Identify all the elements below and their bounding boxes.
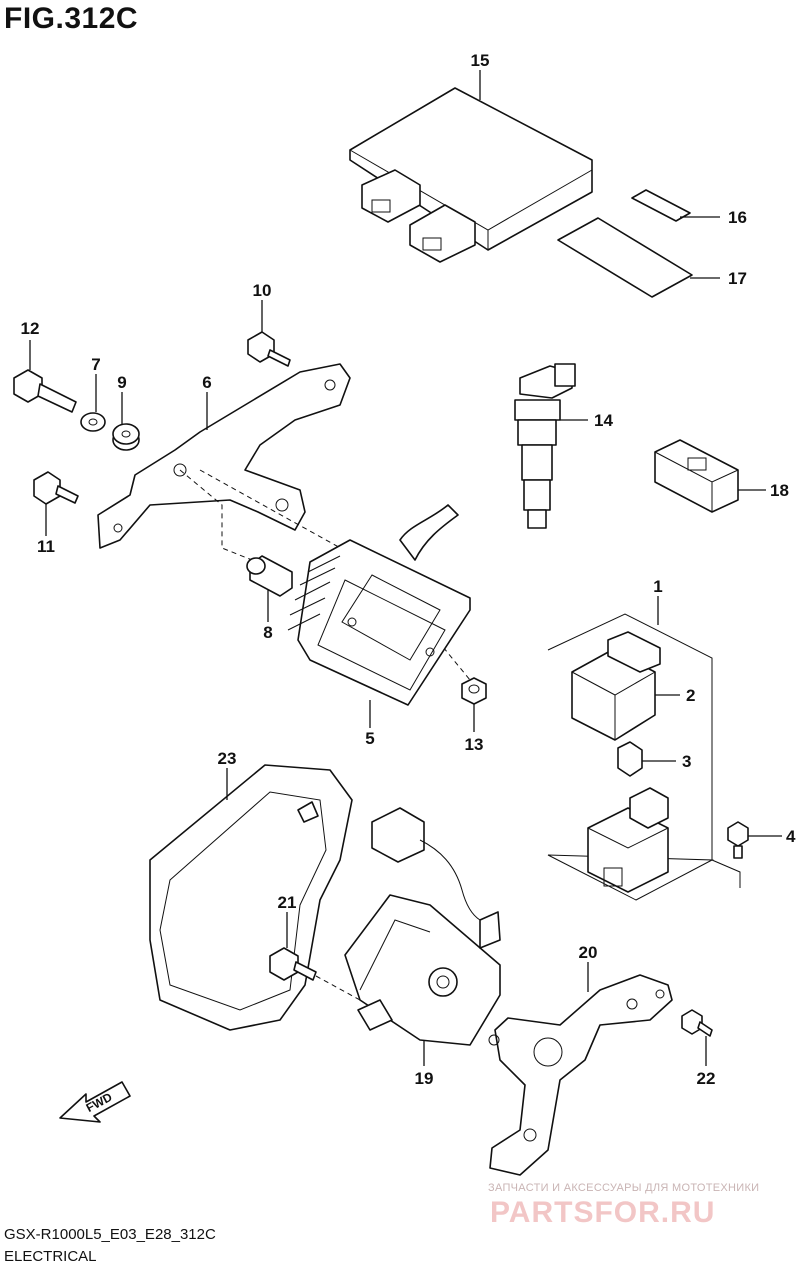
callout-6: 6 bbox=[202, 373, 211, 392]
callout-19: 19 bbox=[415, 1069, 434, 1088]
callout-15: 15 bbox=[471, 51, 490, 70]
bolt-12 bbox=[13, 369, 77, 413]
washer-7 bbox=[80, 412, 106, 432]
thermal-pad-large bbox=[557, 217, 693, 298]
fuse-holder bbox=[587, 787, 669, 893]
callout-23: 23 bbox=[218, 749, 237, 768]
footer-code: GSX-R1000L5_E03_E28_312C bbox=[4, 1226, 216, 1243]
sensor-unit-19 bbox=[344, 807, 501, 1046]
screw-4 bbox=[727, 821, 749, 859]
grommet-9 bbox=[112, 423, 140, 451]
nut-13 bbox=[461, 677, 487, 705]
ecm-unit bbox=[349, 87, 593, 263]
cover-23 bbox=[149, 764, 353, 1031]
regulator-rectifier bbox=[287, 504, 471, 706]
thermal-pad-small bbox=[631, 189, 691, 222]
callout-2: 2 bbox=[686, 686, 695, 705]
callout-10: 10 bbox=[253, 281, 272, 300]
callout-9: 9 bbox=[117, 373, 126, 392]
callout-8: 8 bbox=[263, 623, 272, 642]
callout-5: 5 bbox=[365, 729, 374, 748]
footer-section: ELECTRICAL bbox=[4, 1248, 97, 1265]
callout-22: 22 bbox=[697, 1069, 716, 1088]
callout-12: 12 bbox=[21, 319, 40, 338]
callout-17: 17 bbox=[728, 269, 747, 288]
figure-title: FIG.312C bbox=[4, 2, 139, 35]
callout-18: 18 bbox=[770, 481, 789, 500]
watermark-brand: PARTSFOR.RU bbox=[490, 1196, 716, 1229]
callout-4: 4 bbox=[786, 827, 796, 846]
collar-8 bbox=[246, 555, 293, 597]
callout-7: 7 bbox=[91, 355, 100, 374]
relay-18 bbox=[654, 439, 739, 513]
watermark-tagline: ЗАПЧАСТИ И АКСЕССУАРЫ ДЛЯ МОТОТЕХНИКИ bbox=[488, 1182, 760, 1194]
callout-3: 3 bbox=[682, 752, 691, 771]
regulator-bracket bbox=[97, 363, 351, 549]
ignition-coil bbox=[514, 363, 576, 529]
callout-21: 21 bbox=[278, 893, 297, 912]
bolt-22 bbox=[681, 1009, 713, 1037]
fuse-3 bbox=[617, 741, 643, 777]
callout-11: 11 bbox=[37, 537, 55, 556]
bolt-10 bbox=[247, 331, 291, 367]
callout-1: 1 bbox=[653, 577, 662, 596]
bolt-21 bbox=[269, 947, 317, 981]
callout-16: 16 bbox=[728, 208, 747, 227]
sensor-bracket-20 bbox=[488, 974, 673, 1176]
fuse-cover-2 bbox=[571, 631, 661, 741]
callout-13: 13 bbox=[465, 735, 484, 754]
fwd-arrow: FWD bbox=[59, 1081, 131, 1123]
bolt-11 bbox=[33, 471, 79, 505]
callout-20: 20 bbox=[579, 943, 598, 962]
callout-14: 14 bbox=[594, 411, 613, 430]
